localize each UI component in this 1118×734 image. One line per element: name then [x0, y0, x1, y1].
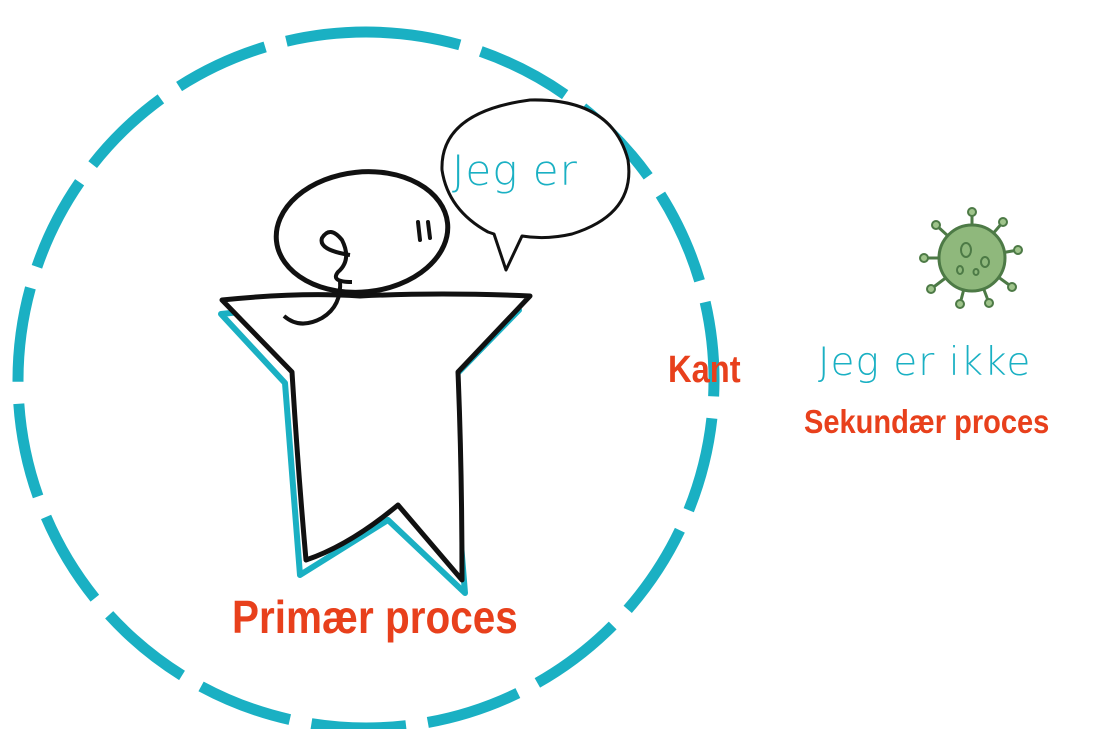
boundary-label: Kant	[668, 349, 741, 391]
person-figure-icon	[218, 169, 533, 596]
primary-process-label: Primær proces	[232, 591, 518, 643]
secondary-process-label: Sekundær proces	[804, 403, 1050, 440]
outside-text: Jeg er ikke	[818, 340, 1032, 385]
boundary-circle	[12, 26, 720, 734]
speech-bubble-icon	[440, 98, 631, 272]
virus-icon	[919, 207, 1023, 309]
speech-bubble-text: Jeg er	[452, 146, 578, 195]
